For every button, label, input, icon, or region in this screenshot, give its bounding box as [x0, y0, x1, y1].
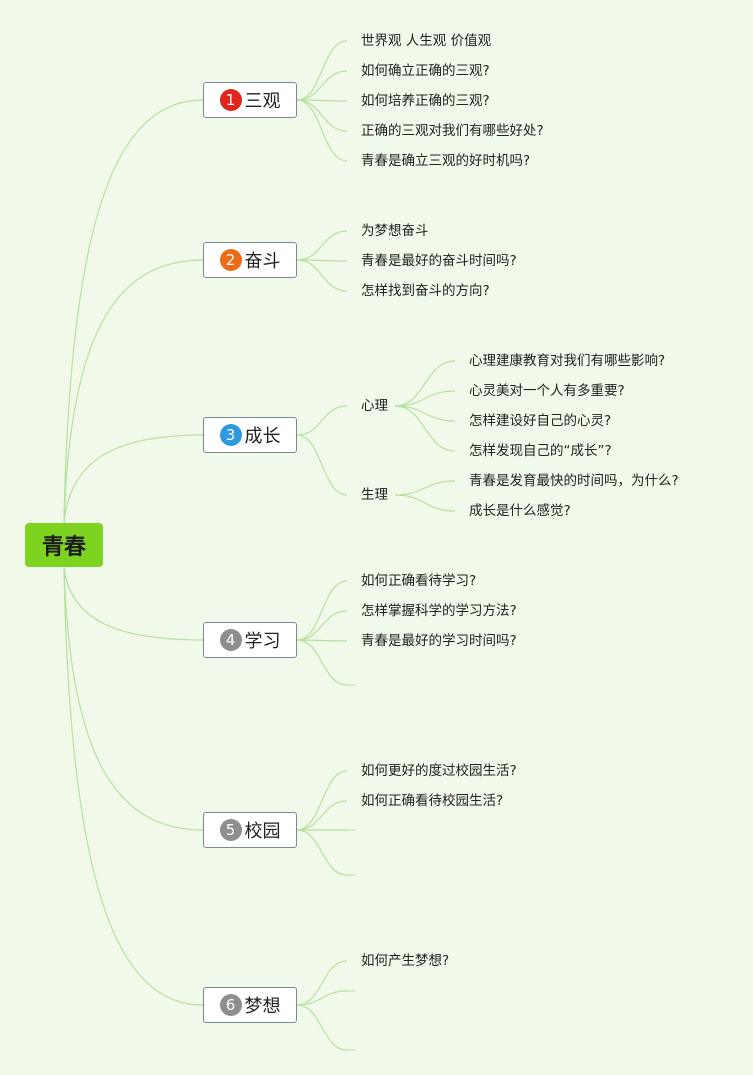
branch-link	[394, 360, 456, 407]
subtopic-item[interactable]: 如何正确看待校园生活?	[361, 793, 504, 809]
group-node-shengli[interactable]: 生理	[361, 487, 388, 503]
branch-link	[296, 770, 348, 831]
branch-link	[296, 639, 348, 642]
branch-link	[296, 829, 348, 876]
branch-link	[296, 990, 348, 1006]
subtopic-item[interactable]: 青春是确立三观的好时机吗?	[361, 153, 531, 169]
root-label: 青春	[41, 535, 86, 560]
number-badge-icon: 1	[219, 89, 242, 111]
number-badge-icon: 2	[219, 249, 242, 271]
subtopic-item[interactable]: 青春是最好的奋斗时间吗?	[361, 253, 517, 269]
root-link	[63, 566, 204, 641]
root-link	[63, 259, 204, 524]
branch-link	[296, 259, 348, 292]
branch-link	[296, 610, 348, 641]
subtopic-item[interactable]: 如何正确看待学习?	[361, 573, 477, 589]
branch-link	[296, 1004, 348, 1051]
subtopic-item[interactable]: 怎样掌握科学的学习方法?	[361, 603, 517, 619]
topic-label: 校园	[244, 821, 281, 842]
root-link	[63, 434, 204, 524]
topic-label: 奋斗	[244, 251, 281, 272]
branch-link	[394, 480, 456, 496]
subtopic-item[interactable]: 青春是最好的学习时间吗?	[361, 633, 517, 649]
subtopic-item[interactable]: 如何培养正确的三观?	[361, 93, 490, 109]
number-badge-icon: 4	[219, 629, 242, 651]
subtopic-item[interactable]: 如何更好的度过校园生活?	[361, 763, 517, 779]
subtopic-item[interactable]: 如何产生梦想?	[361, 953, 450, 969]
branch-link	[296, 434, 348, 496]
topic-node-fendou[interactable]: 2 奋斗	[203, 242, 297, 278]
root-node[interactable]: 青春	[25, 523, 103, 567]
root-link	[63, 99, 204, 524]
branch-link	[296, 580, 348, 641]
root-link	[63, 566, 204, 1006]
topic-node-xuexi[interactable]: 4 学习	[203, 622, 297, 658]
number-badge-icon: 3	[219, 424, 242, 446]
branch-link	[296, 639, 348, 686]
number-badge-icon: 5	[219, 819, 242, 841]
topic-node-sanguan[interactable]: 1 三观	[203, 82, 297, 118]
subtopic-item[interactable]: 世界观 人生观 价值观	[361, 33, 492, 49]
branch-link	[296, 800, 348, 831]
topic-node-chengzhang[interactable]: 3 成长	[203, 417, 297, 453]
subtopic-item[interactable]: 为梦想奋斗	[361, 223, 429, 239]
topic-label: 三观	[244, 91, 281, 112]
root-link	[63, 566, 204, 831]
subtopic-item[interactable]: 怎样找到奋斗的方向?	[361, 283, 490, 299]
topic-node-mengxiang[interactable]: 6 梦想	[203, 987, 297, 1023]
branch-link	[394, 405, 456, 422]
branch-link	[296, 99, 348, 132]
subtopic-item[interactable]: 正确的三观对我们有哪些好处?	[361, 123, 544, 139]
topic-label: 学习	[244, 631, 281, 652]
subtopic-item[interactable]: 如何确立正确的三观?	[361, 63, 490, 79]
branch-link	[296, 70, 348, 101]
subtopic-item[interactable]: 心灵美对一个人有多重要?	[469, 383, 625, 399]
number-badge-icon: 6	[219, 994, 242, 1016]
branch-link	[394, 390, 456, 407]
topic-node-xiaoyuan[interactable]: 5 校园	[203, 812, 297, 848]
subtopic-item[interactable]: 青春是发育最快的时间吗，为什么?	[469, 473, 679, 489]
branch-link	[394, 405, 456, 452]
topic-label: 成长	[244, 426, 281, 447]
branch-link	[296, 99, 348, 162]
branch-link	[296, 230, 348, 261]
branch-link	[296, 960, 348, 1006]
branch-link	[296, 40, 348, 101]
branch-link	[296, 405, 348, 436]
subtopic-item[interactable]: 心理建康教育对我们有哪些影响?	[469, 353, 666, 369]
topic-label: 梦想	[244, 996, 281, 1017]
subtopic-item[interactable]: 怎样建设好自己的心灵?	[469, 413, 612, 429]
branch-link	[394, 494, 456, 512]
subtopic-item[interactable]: 成长是什么感觉?	[469, 503, 571, 519]
subtopic-item[interactable]: 怎样发现自己的“成长”?	[469, 443, 612, 459]
group-node-xinli[interactable]: 心理	[361, 398, 388, 414]
